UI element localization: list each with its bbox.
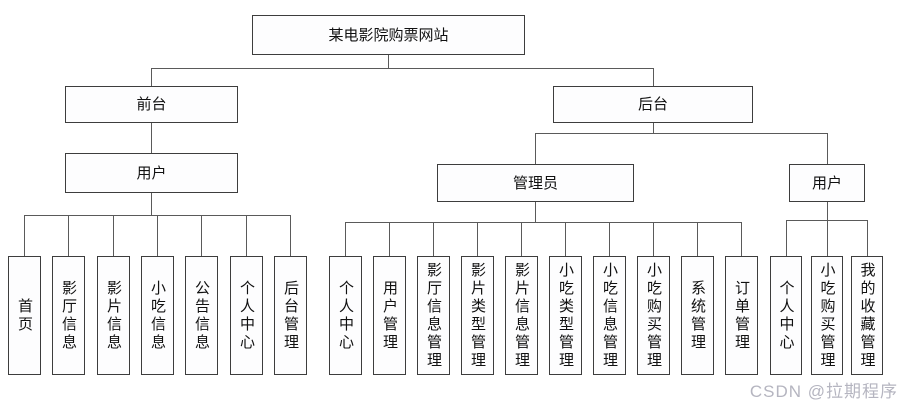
connector-drop — [68, 215, 69, 256]
node-root: 某电影院购票网站 — [252, 15, 525, 55]
connector-drop — [345, 222, 346, 256]
connector-drop — [113, 215, 114, 256]
node-admin-label: 管理员 — [512, 174, 558, 192]
node-admin-child-snack-type-mgmt: 小吃类型管理 — [549, 256, 582, 375]
node-front-child-notice-info: 公告信息 — [185, 256, 218, 375]
connector-drop — [609, 222, 610, 256]
node-admin-child-system-mgmt: 系统管理 — [681, 256, 714, 375]
connector-level2-horizontal — [151, 68, 654, 69]
node-back-user-label: 用户 — [811, 174, 842, 192]
connector-admin-horizontal — [345, 222, 742, 223]
node-backuser-child-snack-purchase-mgmt: 小吃购买管理 — [811, 256, 843, 375]
node-root-label: 某电影院购票网站 — [328, 26, 449, 44]
node-front-user-label: 用户 — [136, 164, 167, 182]
connector-drop — [433, 222, 434, 256]
connector-drop — [786, 220, 787, 256]
connector-drop — [653, 222, 654, 256]
node-admin-child-snack-info-mgmt: 小吃信息管理 — [593, 256, 626, 375]
node-admin-child-snack-purchase-mgmt: 小吃购买管理 — [637, 256, 670, 375]
connector-drop — [697, 222, 698, 256]
node-front-child-hall-info: 影厅信息 — [52, 256, 85, 375]
node-front-child-snack-info: 小吃信息 — [141, 256, 174, 375]
node-admin-child-movie-info-mgmt: 影片信息管理 — [505, 256, 538, 375]
node-front: 前台 — [65, 86, 238, 123]
connector-drop — [867, 220, 868, 256]
node-admin-child-personal-center: 个人中心 — [329, 256, 362, 375]
node-front-child-backend-mgmt: 后台管理 — [274, 256, 307, 375]
node-front-label: 前台 — [136, 96, 167, 113]
connector-drop — [565, 222, 566, 256]
node-front-child-home: 首页 — [8, 256, 41, 375]
connector-admin-down — [535, 202, 536, 222]
connector-drop — [246, 215, 247, 256]
connector-root-down — [388, 55, 389, 68]
connector-drop — [521, 222, 522, 256]
node-back-label: 后台 — [637, 96, 668, 113]
connector-drop — [741, 222, 742, 256]
connector-back-down — [653, 123, 654, 133]
connector-drop — [157, 215, 158, 256]
connector-front-top — [151, 68, 152, 86]
connector-drop — [290, 215, 291, 256]
connector-backuser-top — [827, 133, 828, 164]
connector-back-top — [653, 68, 654, 86]
connector-drop — [389, 222, 390, 256]
node-backuser-child-personal-center: 个人中心 — [770, 256, 802, 375]
node-admin-child-hall-info-mgmt: 影厅信息管理 — [417, 256, 450, 375]
connector-front-to-user — [151, 123, 152, 153]
node-admin-child-user-mgmt: 用户管理 — [373, 256, 406, 375]
node-admin-child-order-mgmt: 订单管理 — [725, 256, 758, 375]
connector-drop — [24, 215, 25, 256]
connector-backuser-down — [827, 202, 828, 220]
node-admin-child-movie-type-mgmt: 影片类型管理 — [461, 256, 494, 375]
node-back: 后台 — [553, 86, 753, 123]
node-front-user: 用户 — [65, 153, 238, 193]
connector-drop — [827, 220, 828, 256]
connector-admin-top — [535, 133, 536, 164]
connector-drop — [477, 222, 478, 256]
node-admin: 管理员 — [437, 164, 634, 202]
watermark-text: CSDN @拉期程序 — [749, 382, 898, 401]
node-front-child-personal-center: 个人中心 — [230, 256, 263, 375]
node-backuser-child-my-favorites-mgmt: 我的收藏管理 — [851, 256, 883, 375]
connector-frontuser-down — [151, 193, 152, 215]
connector-drop — [201, 215, 202, 256]
node-front-child-movie-info: 影片信息 — [97, 256, 130, 375]
node-back-user: 用户 — [789, 164, 865, 202]
connector-back-horizontal — [535, 133, 828, 134]
